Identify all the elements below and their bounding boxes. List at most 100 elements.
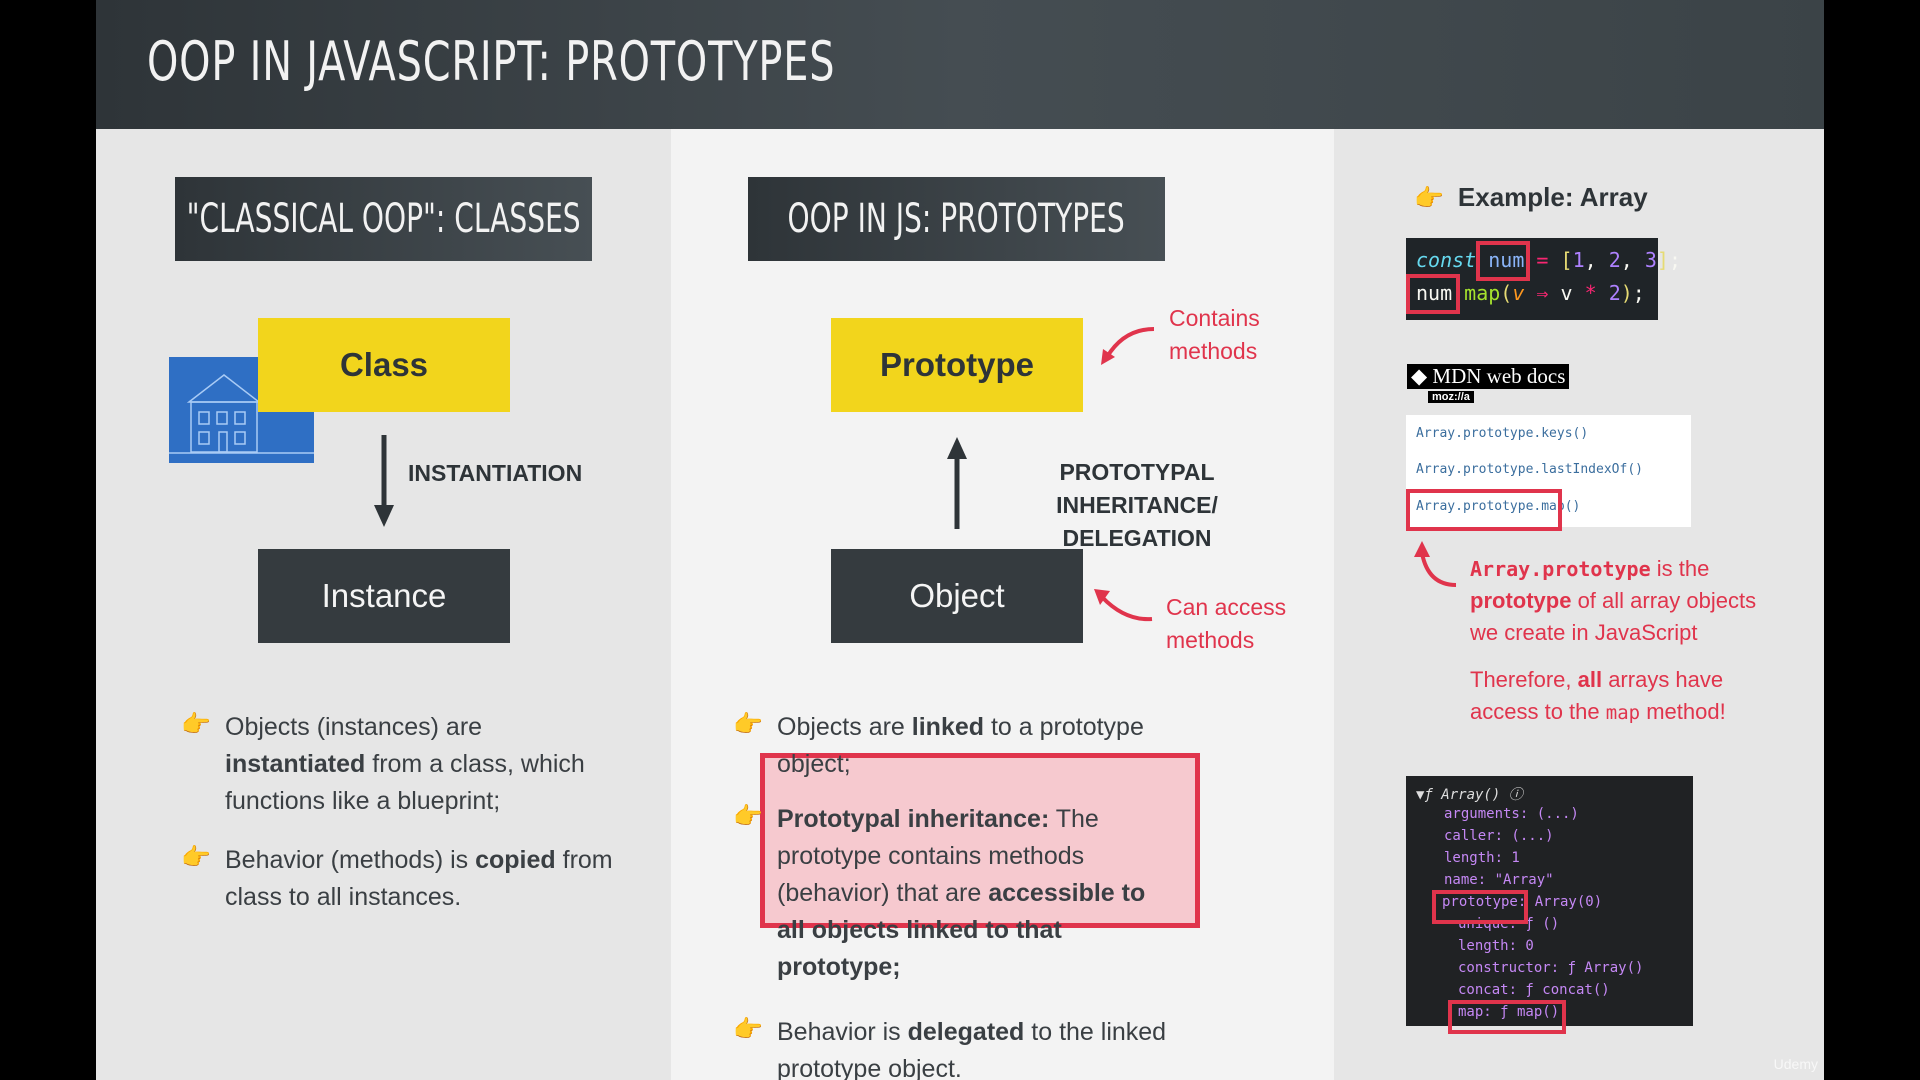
middle-bullet-3: 👉 Behavior is delegated to the linked pr… bbox=[733, 1014, 1173, 1080]
oop-js-title-text: OOP IN JS: PROTOTYPES bbox=[787, 196, 1126, 242]
can-access-methods-note: Can access methods bbox=[1166, 591, 1286, 657]
code-line-2: num.map(v ⇒ v * 2); bbox=[1416, 281, 1645, 305]
pointing-hand-icon: 👉 bbox=[181, 711, 211, 738]
left-bullet-2: 👉 Behavior (methods) is copied from clas… bbox=[181, 842, 621, 916]
left-bullet-list: 👉 Objects (instances) are instantiated f… bbox=[181, 709, 621, 938]
bullet-bold: accessible to all objects linked to that… bbox=[777, 879, 1146, 981]
note-code: map bbox=[1605, 702, 1641, 724]
prototypal-inheritance-label: PROTOTYPAL INHERITANCE/ DELEGATION bbox=[987, 456, 1287, 555]
code-token: const bbox=[1416, 248, 1477, 272]
note-text: Therefore, bbox=[1470, 667, 1578, 692]
console-line[interactable]: concat: ƒ concat() bbox=[1458, 982, 1610, 998]
code-token: num bbox=[1416, 281, 1453, 305]
code-token: v bbox=[1560, 281, 1573, 305]
highlight-map bbox=[1448, 1000, 1566, 1034]
note-bold: prototype bbox=[1470, 588, 1572, 613]
contains-methods-note: Contains methods bbox=[1169, 302, 1260, 368]
console-line: length: 0 bbox=[1458, 938, 1534, 954]
mdn-item-lastindexof[interactable]: Array.prototype.lastIndexOf() bbox=[1416, 462, 1643, 477]
code-token: v bbox=[1512, 281, 1525, 305]
highlight-num-decl bbox=[1476, 241, 1530, 281]
code-token: 1 bbox=[1572, 248, 1585, 272]
bullet-text: Behavior (methods) is bbox=[225, 846, 476, 874]
note-text: method! bbox=[1640, 699, 1726, 724]
classical-oop-title-text: "CLASSICAL OOP": CLASSES bbox=[186, 196, 581, 242]
curved-arrow-icon bbox=[1101, 327, 1155, 365]
pointing-hand-icon: 👉 bbox=[733, 711, 763, 738]
console-line: caller: (...) bbox=[1444, 828, 1554, 844]
pointing-hand-icon: 👉 bbox=[733, 1016, 763, 1043]
code-token: ) bbox=[1620, 281, 1633, 305]
label-line: DELEGATION bbox=[1062, 525, 1212, 551]
instantiation-label: INSTANTIATION bbox=[408, 460, 583, 486]
code-token: map bbox=[1464, 281, 1501, 305]
note-text: is the bbox=[1650, 556, 1710, 581]
console-line[interactable]: map: ƒ map() bbox=[1458, 1004, 1560, 1020]
middle-bullet-list: 👉 Objects are linked to a prototype obje… bbox=[733, 709, 1173, 1080]
code-snippet: const num = [1, 2, 3]; num.map(v ⇒ v * 2… bbox=[1406, 238, 1681, 320]
class-box: Class bbox=[258, 318, 510, 412]
bullet-bold: Prototypal inheritance: bbox=[777, 805, 1050, 833]
code-token: ; bbox=[1668, 248, 1681, 272]
mozilla-logo: moz://a bbox=[1428, 391, 1474, 403]
bullet-bold: linked bbox=[911, 713, 985, 741]
console-line[interactable]: constructor: ƒ Array() bbox=[1458, 960, 1644, 976]
bullet-text: Behavior is bbox=[777, 1018, 908, 1046]
code-token: * bbox=[1572, 281, 1609, 305]
bullet-text: from a class, which functions like a blu… bbox=[225, 750, 585, 815]
curved-arrow-icon bbox=[1094, 589, 1153, 622]
pointing-hand-icon: 👉 bbox=[181, 844, 211, 871]
code-token: ; bbox=[1632, 281, 1645, 305]
instance-box: Instance bbox=[258, 549, 510, 643]
left-column: "CLASSICAL OOP": CLASSES Class bbox=[96, 129, 671, 1080]
curved-arrow-icon bbox=[1414, 541, 1457, 587]
mdn-item-map[interactable]: Array.prototype.map() bbox=[1416, 499, 1581, 514]
bullet-bold: copied bbox=[475, 846, 556, 874]
note-bold: all bbox=[1577, 667, 1603, 692]
bullet-text: Objects are bbox=[777, 713, 912, 741]
header: OOP IN JAVASCRIPT: PROTOTYPES bbox=[96, 0, 1824, 129]
left-bullet-1: 👉 Objects (instances) are instantiated f… bbox=[181, 709, 621, 820]
bullet-bold: instantiated bbox=[225, 750, 366, 778]
console-line: arguments: (...) bbox=[1444, 806, 1579, 822]
note-line: methods bbox=[1166, 627, 1255, 653]
pointing-hand-icon: 👉 bbox=[1414, 185, 1444, 212]
all-arrays-note: Therefore, all arrays have access to the… bbox=[1470, 664, 1760, 729]
pointing-hand-icon: 👉 bbox=[733, 803, 763, 830]
slide: OOP IN JAVASCRIPT: PROTOTYPES "CLASSICAL… bbox=[96, 0, 1824, 1080]
code-token: ⇒ bbox=[1524, 281, 1561, 305]
console-line[interactable]: ▼ƒ Array() ⓘ bbox=[1416, 787, 1523, 803]
bullet-text: The prototype contains methods (behavior… bbox=[777, 805, 1099, 907]
mdn-item-keys[interactable]: Array.prototype.keys() bbox=[1416, 426, 1589, 441]
bullet-bold: delegated bbox=[907, 1018, 1025, 1046]
mdn-logo: ◆ MDN web docs bbox=[1407, 364, 1570, 389]
middle-column: OOP IN JS: PROTOTYPES Prototype Contains… bbox=[671, 129, 1334, 1080]
code-token: num bbox=[1488, 248, 1525, 272]
highlight-prototype bbox=[1432, 890, 1528, 924]
object-label: Object bbox=[909, 577, 1005, 614]
dino-icon: ◆ bbox=[1411, 364, 1428, 388]
note-text: of all array objects we create in JavaSc… bbox=[1470, 588, 1757, 645]
udemy-watermark: Udemy bbox=[1773, 1056, 1818, 1072]
down-arrow-icon bbox=[374, 435, 394, 527]
instance-label: Instance bbox=[321, 577, 447, 614]
example-heading: 👉Example: Array bbox=[1414, 182, 1648, 213]
code-line-1: const num = [1, 2, 3]; bbox=[1416, 248, 1681, 272]
bullet-text: from class to all instances. bbox=[225, 846, 613, 911]
class-label: Class bbox=[339, 346, 429, 383]
note-line: methods bbox=[1169, 338, 1258, 364]
console-line[interactable]: prototype: Array(0) bbox=[1442, 894, 1603, 910]
note-code: Array.prototype bbox=[1470, 557, 1651, 581]
array-prototype-note: Array.prototype is the prototype of all … bbox=[1470, 553, 1760, 649]
mdn-method-list: Array.prototype.keys() Array.prototype.l… bbox=[1406, 415, 1691, 531]
devtools-console: ▼ƒ Array() ⓘ arguments: (...) caller: (.… bbox=[1406, 776, 1693, 1034]
code-token: [ bbox=[1560, 248, 1573, 272]
prototype-box: Prototype bbox=[831, 318, 1083, 412]
code-token: ( bbox=[1500, 281, 1513, 305]
code-token: , bbox=[1584, 248, 1609, 272]
code-token: 3 bbox=[1644, 248, 1657, 272]
console-line: length: 1 bbox=[1444, 850, 1520, 866]
classical-oop-title: "CLASSICAL OOP": CLASSES bbox=[175, 177, 592, 261]
page-title: OOP IN JAVASCRIPT: PROTOTYPES bbox=[147, 30, 836, 93]
bullet-text: Objects (instances) are bbox=[225, 713, 483, 741]
